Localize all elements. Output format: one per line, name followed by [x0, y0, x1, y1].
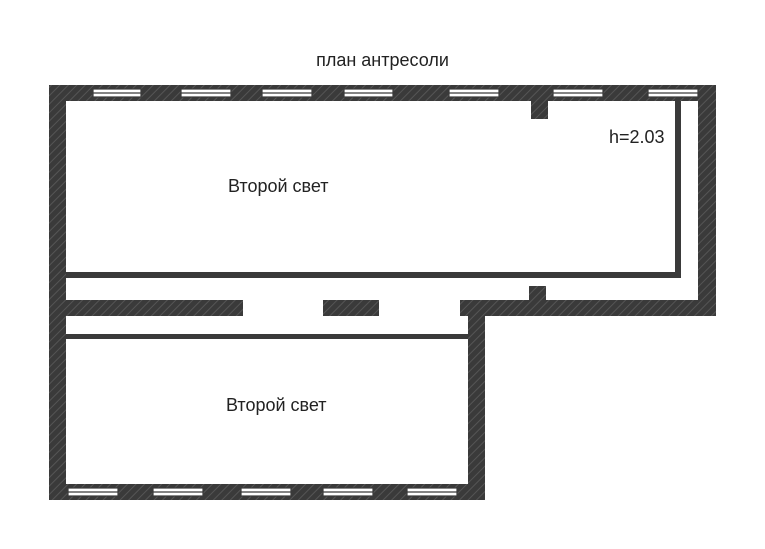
wall-lower-right	[468, 316, 485, 500]
ceiling-height-label: h=2.03	[609, 127, 665, 147]
wall-corridor-bottom-right	[460, 300, 716, 316]
partition-top-bottom	[66, 272, 681, 278]
wall-left	[49, 85, 66, 500]
plan-title: план антресоли	[316, 50, 449, 70]
windows-bottom	[67, 487, 458, 497]
wall-corridor-bottom-left	[49, 300, 243, 316]
room-label-upper: Второй свет	[228, 176, 329, 196]
partition-bottom-top	[66, 334, 468, 339]
wall-corridor-middle	[323, 300, 379, 316]
wall-right	[698, 85, 716, 316]
windows-top	[92, 88, 699, 98]
interior-partitions	[66, 101, 681, 339]
room-label-lower: Второй свет	[226, 395, 327, 415]
partition-top-right	[675, 101, 681, 278]
column-corridor	[529, 286, 546, 300]
column-top	[531, 101, 548, 119]
